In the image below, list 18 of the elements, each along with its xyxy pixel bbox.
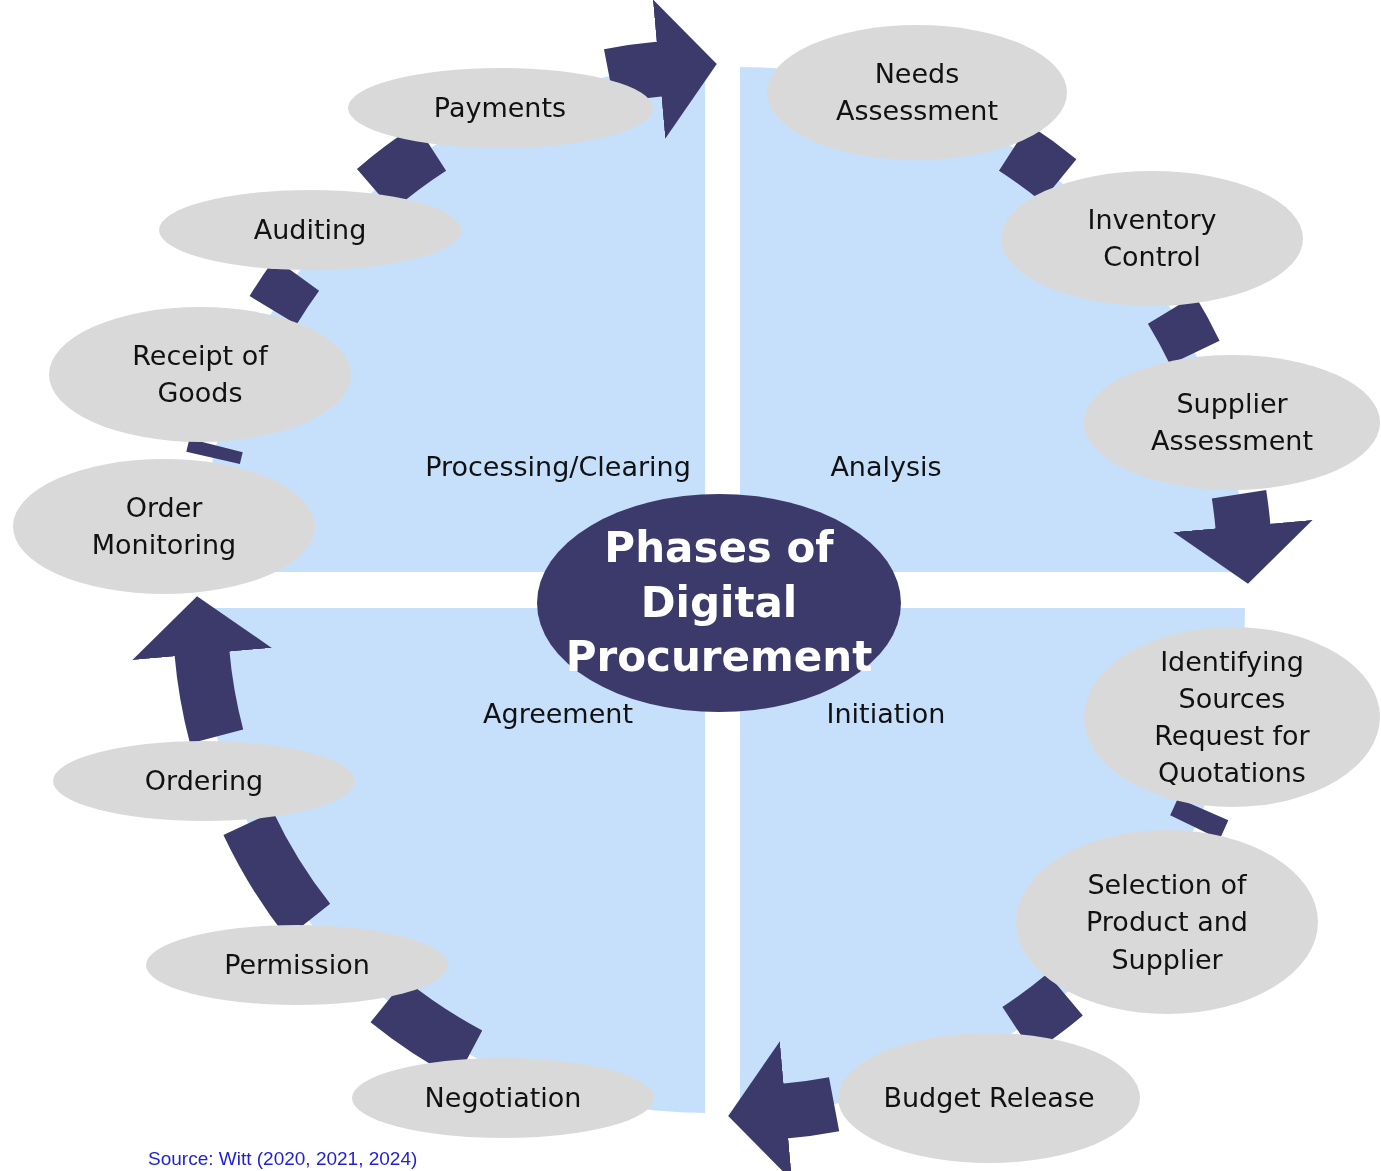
source-note: Source: Witt (2020, 2021, 2024) — [148, 1148, 418, 1170]
step-ellipse: Needs Assessment — [767, 24, 1067, 160]
step-ellipse: Auditing — [159, 190, 461, 270]
step-ellipse: Payments — [347, 68, 653, 148]
cycle-arrow — [1173, 490, 1313, 584]
cycle-arrow — [728, 1041, 839, 1171]
step-ellipse: Ordering — [53, 741, 355, 821]
step-ellipse: Receipt of Goods — [49, 306, 351, 442]
phase-label: Processing/Clearing — [425, 450, 691, 482]
phase-label: Analysis — [830, 450, 942, 482]
step-ellipse: Inventory Control — [1001, 170, 1303, 306]
cycle-arrow — [604, 0, 717, 139]
step-ellipse: Selection of Product and Supplier — [1016, 830, 1318, 1014]
step-ellipse: Budget Release — [838, 1033, 1140, 1163]
cycle-arrow — [132, 596, 272, 743]
step-ellipse: Permission — [146, 925, 448, 1005]
step-ellipse: Order Monitoring — [13, 458, 315, 594]
step-ellipse: Negotiation — [352, 1058, 654, 1138]
